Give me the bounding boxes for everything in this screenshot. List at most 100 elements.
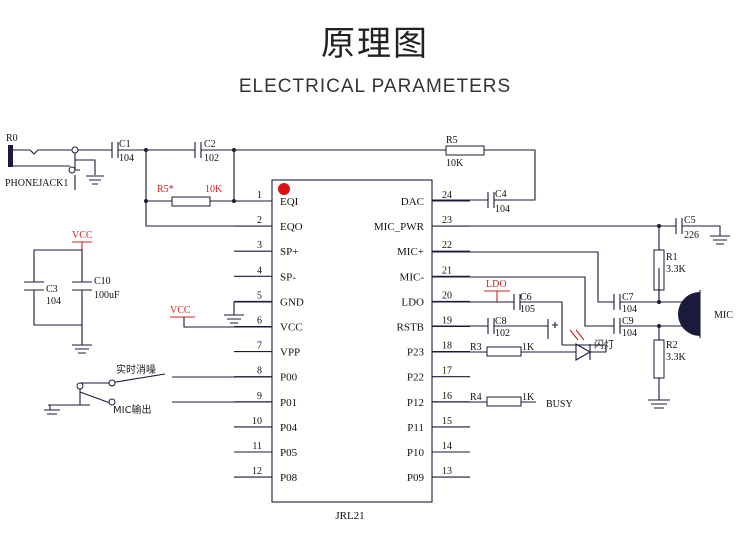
eq-wire xyxy=(145,150,272,227)
r0-label: R0 xyxy=(6,133,18,144)
chip-pin-number: 21 xyxy=(442,265,452,276)
mic-symbol xyxy=(678,292,700,336)
ground-c10 xyxy=(72,344,92,354)
junction xyxy=(144,199,148,203)
phonejack-terminal xyxy=(71,146,79,154)
mic-label: MIC xyxy=(714,310,733,321)
page-title: 原理图 xyxy=(321,24,429,64)
chip-pin-number: 18 xyxy=(442,341,452,352)
chip-pin-label: SP- xyxy=(280,271,296,283)
c1-symbol xyxy=(111,142,119,158)
chip-pin-label: GND xyxy=(280,296,304,308)
phonejack-wire xyxy=(13,149,96,190)
chip-pin-number: 8 xyxy=(257,366,262,377)
r3-value: 1K xyxy=(522,342,535,353)
r4-label: R4 xyxy=(470,392,482,403)
c1-value: 104 xyxy=(119,153,134,164)
top-wire xyxy=(78,149,536,201)
vcc-top-label: VCC xyxy=(72,230,93,241)
p23-wire xyxy=(432,344,607,353)
chip-pin-number: 17 xyxy=(442,366,452,377)
chip-body xyxy=(271,179,433,503)
r1-value: 3.3K xyxy=(666,264,687,275)
junction xyxy=(232,199,236,203)
chip-pin-label: P11 xyxy=(407,422,424,434)
c10-symbol xyxy=(72,281,92,291)
chip-pin-number: 9 xyxy=(257,391,262,402)
c3-c10-wire xyxy=(33,249,83,345)
chip-pin-number: 3 xyxy=(257,240,262,251)
r5-symbol xyxy=(445,145,485,156)
ground-r2 xyxy=(648,378,670,409)
r4-symbol xyxy=(486,396,522,407)
r3-label: R3 xyxy=(470,342,482,353)
chip-pin-number: 11 xyxy=(252,441,262,452)
ground-phonejack xyxy=(86,175,104,185)
chip-pin-number: 1 xyxy=(257,190,262,201)
c4-symbol xyxy=(432,192,505,208)
chip-pin-label: SP+ xyxy=(280,246,298,258)
chip-pins: 1EQI2EQO3SP+4SP-5GND6VCC7VPP8P009P0110P0… xyxy=(234,190,470,484)
chip-pin-number: 7 xyxy=(257,341,262,352)
chip-pin-number: 15 xyxy=(442,416,452,427)
r4-value: 1K xyxy=(522,392,535,403)
vcc-left-label: VCC xyxy=(170,305,191,316)
c2-symbol xyxy=(194,142,202,158)
r2-symbol xyxy=(653,339,665,379)
phonejack-body xyxy=(8,145,13,167)
chip-pin-number: 24 xyxy=(442,190,452,201)
c7-symbol xyxy=(613,294,621,310)
ldo-bar xyxy=(484,290,510,302)
chip-pin-number: 16 xyxy=(442,391,452,402)
c9-label: C9 xyxy=(622,316,634,327)
c5-symbol xyxy=(675,218,683,234)
gnd-wire xyxy=(224,301,272,324)
chip-pin-number: 13 xyxy=(442,466,452,477)
mic-pwr-wire xyxy=(432,225,721,300)
r1-label: R1 xyxy=(666,252,678,263)
switch-2-pivot xyxy=(108,398,116,406)
c7-label: C7 xyxy=(622,292,634,303)
chip-pin-label: EQO xyxy=(280,221,303,233)
junction xyxy=(657,300,661,304)
c2-label: C2 xyxy=(204,139,216,150)
vcc-top-bar xyxy=(72,241,92,250)
c7-value: 104 xyxy=(622,304,637,315)
c10-label: C10 xyxy=(94,276,111,287)
c9-symbol xyxy=(613,318,621,334)
chip-pin-label: P09 xyxy=(407,472,425,484)
chip-pin-label: P05 xyxy=(280,447,298,459)
r5-label: R5 xyxy=(446,135,458,146)
chip-pin-number: 14 xyxy=(442,441,452,452)
led-rays xyxy=(569,329,585,341)
chip-pin-number: 20 xyxy=(442,290,452,301)
c8-label: C8 xyxy=(495,316,507,327)
vcc-wire xyxy=(183,317,272,328)
rstb-wire xyxy=(432,319,558,339)
chip-pin-number: 2 xyxy=(257,215,262,226)
chip-pin-label: MIC+ xyxy=(397,246,424,258)
chip-pin-label: P01 xyxy=(280,397,297,409)
chip-pin-label: MIC_PWR xyxy=(374,221,425,233)
c6-value: 105 xyxy=(520,304,535,315)
chip-pin-label: VCC xyxy=(280,322,303,334)
c10-value: 100uF xyxy=(94,290,120,301)
phonejack-label: PHONEJACK1 xyxy=(5,178,68,189)
ground-c5 xyxy=(710,235,730,245)
r2-value: 3.3K xyxy=(666,352,687,363)
pin1-marker xyxy=(278,183,290,195)
c5-value: 226 xyxy=(684,230,699,241)
r5-star-symbol xyxy=(171,196,211,207)
chip-pin-label: P12 xyxy=(407,397,424,409)
busy-label: BUSY xyxy=(546,399,573,410)
switch-2-label: MIC输出 xyxy=(113,403,152,416)
chip-pin-label: P04 xyxy=(280,422,298,434)
led-label: 闪灯 xyxy=(594,338,614,351)
r3-symbol xyxy=(486,346,522,357)
page-subtitle: ELECTRICAL PARAMETERS xyxy=(238,76,512,97)
phonejack-terminal-2 xyxy=(68,166,76,174)
chip-pin-label: P00 xyxy=(280,372,298,384)
chip-pin-label: MIC- xyxy=(400,271,425,283)
chip-pin-label: VPP xyxy=(280,347,300,359)
